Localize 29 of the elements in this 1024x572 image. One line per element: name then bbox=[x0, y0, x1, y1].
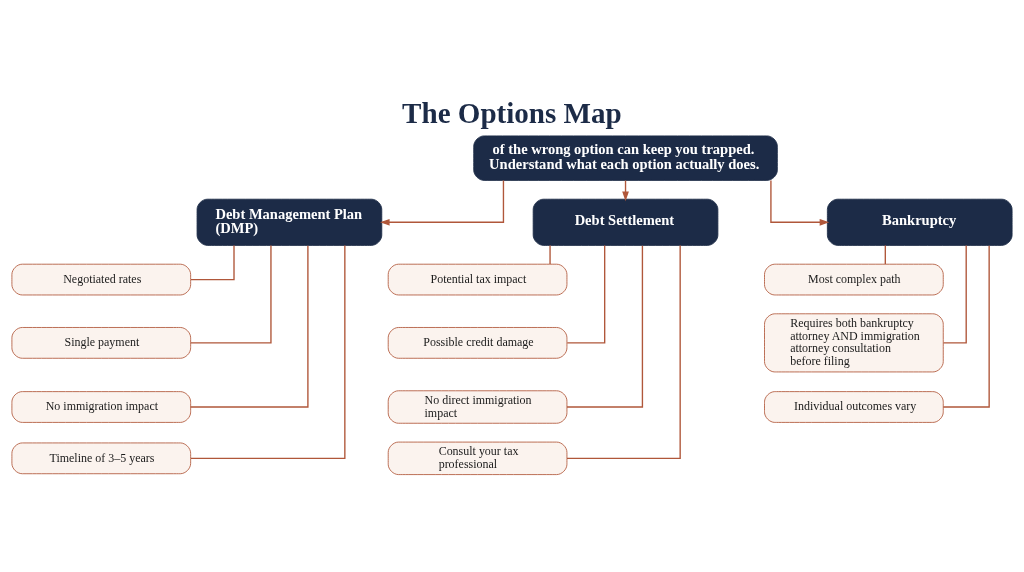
node-box: Negotiated rates bbox=[11, 263, 192, 296]
node-box: No immigration impact bbox=[11, 391, 192, 423]
connector bbox=[190, 244, 235, 281]
connector bbox=[884, 244, 886, 265]
connector bbox=[190, 245, 309, 408]
diagram-title: The Options Map bbox=[402, 97, 622, 130]
connector bbox=[942, 244, 967, 344]
node-box: of the wrong option can keep you trapped. Understand what each option actually does. bbox=[473, 135, 778, 181]
arrow bbox=[770, 179, 830, 226]
connector bbox=[549, 244, 551, 265]
arrow bbox=[380, 179, 505, 226]
node-box: Single payment bbox=[11, 327, 192, 359]
node-box: Debt Management Plan (DMP) bbox=[196, 198, 383, 246]
node-box: Requires both bankruptcy attorney AND immigration attorney consultation before filing bbox=[764, 313, 944, 373]
node-box: Bankruptcy bbox=[826, 198, 1013, 246]
connector bbox=[190, 244, 346, 459]
node-box: Potential tax impact bbox=[387, 263, 568, 296]
node-box: No direct immigration impact bbox=[387, 390, 568, 424]
connector bbox=[566, 245, 644, 408]
node-box: Possible credit damage bbox=[387, 327, 568, 359]
connector bbox=[566, 244, 606, 344]
connector bbox=[566, 244, 681, 459]
node-box: Most complex path bbox=[764, 263, 944, 296]
node-box: Debt Settlement bbox=[532, 198, 719, 246]
connector bbox=[190, 244, 272, 344]
node-box: Consult your tax professional bbox=[387, 441, 568, 475]
node-box: Timeline of 3–5 years bbox=[11, 442, 192, 475]
node-box: Individual outcomes vary bbox=[764, 391, 944, 423]
connector bbox=[942, 245, 990, 408]
